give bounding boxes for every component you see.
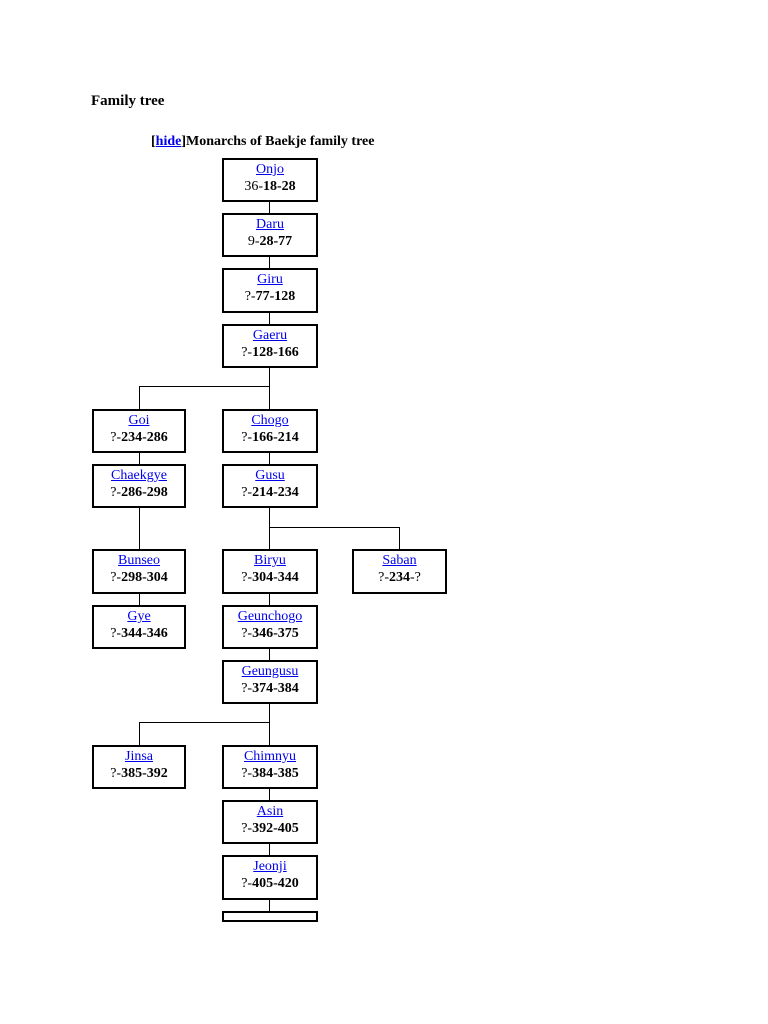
node-years-giru: ?-77-128 <box>224 288 316 305</box>
birth-chaekgye: ?- <box>110 485 122 500</box>
node-name-chogo[interactable]: Chogo <box>251 413 289 428</box>
node-chimnyu: Chimnyu ?-384-385 <box>222 745 318 789</box>
node-jinsa: Jinsa ?-385-392 <box>92 745 186 789</box>
node-name-geunchogo[interactable]: Geunchogo <box>237 609 303 624</box>
birth-gye: ?- <box>110 626 122 641</box>
hide-link[interactable]: hide <box>155 134 182 149</box>
node-years-geungusu: ?-374-384 <box>224 680 316 697</box>
node-name-saban[interactable]: Saban <box>382 553 417 568</box>
node-asin: Asin ?-392-405 <box>222 800 318 844</box>
birth-bunseo: ?- <box>110 570 122 585</box>
birth-goi: ?- <box>110 430 122 445</box>
node-cutoff <box>222 911 318 922</box>
node-name-biryu[interactable]: Biryu <box>254 553 286 568</box>
node-years-daru: 9-28-77 <box>224 233 316 250</box>
navbox-caption: [hide]Monarchs of Baekje family tree <box>151 134 374 150</box>
node-years-biryu: ?-304-344 <box>224 569 316 586</box>
reign-jeonji: 405-420 <box>252 876 299 891</box>
node-jeonji: Jeonji ?-405-420 <box>222 855 318 900</box>
node-daru: Daru 9-28-77 <box>222 213 318 257</box>
node-years-gaeru: ?-128-166 <box>224 344 316 361</box>
node-geunchogo: Geunchogo ?-346-375 <box>222 605 318 649</box>
birth-chimnyu: ?- <box>241 766 253 781</box>
node-name-jeonji[interactable]: Jeonji <box>253 859 287 874</box>
node-name-goi[interactable]: Goi <box>128 413 150 428</box>
birth-jeonji: ?- <box>241 876 253 891</box>
node-years-bunseo: ?-298-304 <box>94 569 184 586</box>
node-name-gusu[interactable]: Gusu <box>255 468 285 483</box>
node-name-asin[interactable]: Asin <box>256 804 284 819</box>
birth-biryu: ?- <box>241 570 253 585</box>
section-heading: Family tree <box>91 93 165 109</box>
node-years-chaekgye: ?-286-298 <box>94 484 184 501</box>
node-years-onjo: 36-18-28 <box>224 178 316 195</box>
birth-chogo: ?- <box>241 430 253 445</box>
node-years-saban: ?-234-? <box>354 569 445 586</box>
node-geungusu: Geungusu ?-374-384 <box>222 660 318 704</box>
node-name-bunseo[interactable]: Bunseo <box>118 553 160 568</box>
reign-bunseo: 298-304 <box>121 570 168 585</box>
reign-giru: 77-128 <box>255 289 296 304</box>
node-name-geungusu[interactable]: Geungusu <box>241 664 299 679</box>
bracket-open: [ <box>151 134 156 149</box>
node-years-goi: ?-234-286 <box>94 429 184 446</box>
reign-gusu: 214-234 <box>252 485 299 500</box>
node-gaeru: Gaeru ?-128-166 <box>222 324 318 368</box>
birth-geungusu: ?- <box>241 681 253 696</box>
node-name-onjo[interactable]: Onjo <box>256 162 284 177</box>
node-years-geunchogo: ?-346-375 <box>224 625 316 642</box>
birth-gaeru: ?- <box>241 345 253 360</box>
node-years-asin: ?-392-405 <box>224 820 316 837</box>
reign-saban: 234 <box>389 570 410 585</box>
node-name-gye[interactable]: Gye <box>127 609 151 624</box>
birth-onjo: 36- <box>244 179 263 194</box>
node-giru: Giru ?-77-128 <box>222 268 318 313</box>
reign-chaekgye: 286-298 <box>121 485 168 500</box>
reign-daru: 28-77 <box>259 234 293 249</box>
reign-gye: 344-346 <box>121 626 168 641</box>
reign-biryu: 304-344 <box>252 570 299 585</box>
node-name-chaekgye[interactable]: Chaekgye <box>111 468 167 483</box>
reign-geungusu: 374-384 <box>252 681 299 696</box>
reign-asin: 392-405 <box>252 821 299 836</box>
reign-jinsa: 385-392 <box>121 766 168 781</box>
reign-gaeru: 128-166 <box>252 345 299 360</box>
reign-goi: 234-286 <box>121 430 168 445</box>
node-gye: Gye ?-344-346 <box>92 605 186 649</box>
node-biryu: Biryu ?-304-344 <box>222 549 318 594</box>
reign-chimnyu: 384-385 <box>252 766 299 781</box>
node-chogo: Chogo ?-166-214 <box>222 409 318 453</box>
node-years-gusu: ?-214-234 <box>224 484 316 501</box>
node-years-chimnyu: ?-384-385 <box>224 765 316 782</box>
node-name-daru[interactable]: Daru <box>256 217 284 232</box>
node-years-gye: ?-344-346 <box>94 625 184 642</box>
node-name-jinsa[interactable]: Jinsa <box>125 749 153 764</box>
death-saban: -? <box>410 570 421 585</box>
birth-saban: ?- <box>378 570 389 585</box>
node-goi: Goi ?-234-286 <box>92 409 186 453</box>
node-years-jinsa: ?-385-392 <box>94 765 184 782</box>
node-bunseo: Bunseo ?-298-304 <box>92 549 186 594</box>
birth-giru: ?- <box>244 289 256 304</box>
node-name-giru[interactable]: Giru <box>257 272 283 287</box>
node-gusu: Gusu ?-214-234 <box>222 464 318 508</box>
node-onjo: Onjo 36-18-28 <box>222 158 318 202</box>
birth-jinsa: ?- <box>110 766 122 781</box>
reign-onjo: 18-28 <box>263 179 296 194</box>
node-name-chimnyu[interactable]: Chimnyu <box>243 749 297 764</box>
node-name-gaeru[interactable]: Gaeru <box>252 328 288 343</box>
birth-geunchogo: ?- <box>241 626 253 641</box>
bracket-close: ] <box>181 134 187 149</box>
node-saban: Saban ?-234-? <box>352 549 447 594</box>
birth-daru: 9- <box>247 234 260 249</box>
birth-gusu: ?- <box>241 485 253 500</box>
birth-asin: ?- <box>241 821 253 836</box>
node-years-chogo: ?-166-214 <box>224 429 316 446</box>
navbox-title: Monarchs of Baekje family tree <box>186 134 375 149</box>
reign-chogo: 166-214 <box>252 430 299 445</box>
node-chaekgye: Chaekgye ?-286-298 <box>92 464 186 508</box>
node-years-jeonji: ?-405-420 <box>224 875 316 892</box>
reign-geunchogo: 346-375 <box>252 626 299 641</box>
